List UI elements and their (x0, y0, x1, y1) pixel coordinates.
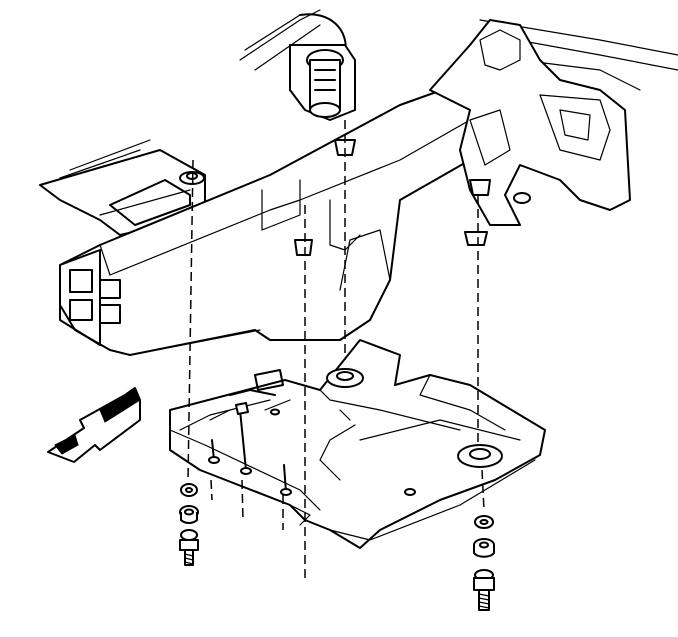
bolt (179, 529, 199, 566)
transmission-mount (289, 44, 356, 156)
right-fastener-stack (473, 515, 495, 611)
front-direction-arrow-icon (47, 387, 141, 463)
washer (474, 515, 494, 529)
crossmember (59, 79, 491, 356)
crossmember-mount-cup (294, 239, 313, 256)
skid-plate-bolts (208, 402, 292, 496)
alignment-lines (187, 120, 485, 580)
nut (179, 505, 199, 524)
body-mount-clip (464, 231, 488, 246)
washer (180, 483, 198, 497)
skid-plate (169, 339, 546, 549)
left-fastener-stack (179, 483, 199, 566)
bolt (473, 569, 495, 611)
right-body-mount (429, 19, 631, 226)
nut (473, 538, 495, 558)
